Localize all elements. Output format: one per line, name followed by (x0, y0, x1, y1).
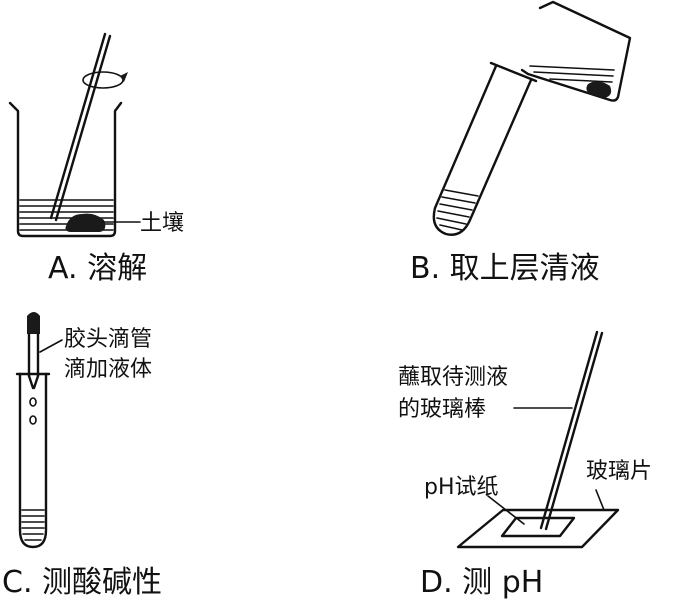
caption-c: C. 测酸碱性 (2, 565, 162, 600)
caption-b: B. 取上层清液 (410, 251, 600, 286)
rod-label-1: 蘸取待测液 (398, 365, 508, 390)
panel-b-pour: B. 取上层清液 (410, 0, 632, 286)
dropper-leader-line (39, 339, 63, 353)
dropper-label-2: 滴加液体 (64, 357, 152, 382)
beaker-liquid (19, 199, 114, 231)
test-tube-c-liquid (21, 509, 45, 541)
stir-rotation-arrow (82, 71, 128, 89)
dropper-label-1: 胶头滴管 (64, 327, 152, 352)
liquid-drops (29, 397, 37, 425)
paper-leader-line (487, 495, 525, 525)
panel-d-measure-ph: 蘸取待测液 的玻璃棒 玻璃片 pH试纸 D. 测 pH (398, 330, 652, 600)
dropper-bulb (27, 312, 40, 334)
test-tube-c (15, 372, 51, 549)
test-tube-b (432, 61, 538, 236)
panel-a-dissolve: 土壤 A. 溶解 (8, 32, 184, 286)
glass-rod (49, 32, 112, 222)
rod-label-2: 的玻璃棒 (398, 397, 486, 422)
plate-label: 玻璃片 (586, 459, 652, 484)
beaker-outline (8, 101, 123, 238)
caption-a: A. 溶解 (48, 251, 147, 286)
ph-paper-label: pH试纸 (424, 475, 499, 500)
test-tube-b-liquid (436, 189, 479, 231)
dropper-tube (27, 332, 40, 390)
glass-plate (456, 508, 620, 549)
ph-paper (500, 516, 576, 538)
caption-d: D. 测 pH (420, 565, 543, 600)
pouring-beaker (520, 0, 632, 102)
plate-leader-line (595, 489, 605, 511)
soil-sediment (65, 213, 106, 232)
glass-rod-d (539, 330, 604, 531)
panel-c-test-acidity: 胶头滴管 滴加液体 C. 测酸碱性 (2, 312, 162, 600)
soil-label: 土壤 (140, 211, 184, 236)
